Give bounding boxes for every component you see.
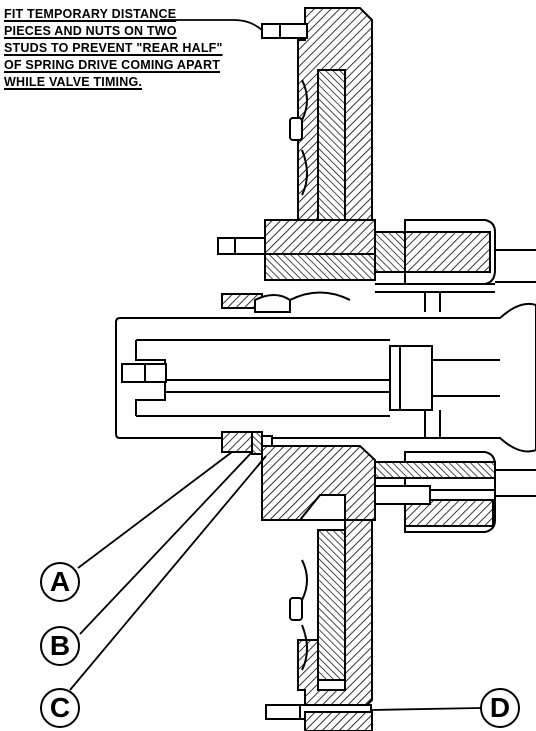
note-line-2: PIECES AND NUTS ON TWO [4,24,177,38]
upper-hub-collar [264,253,376,281]
lower-seal-a [221,431,253,453]
note-line-4: OF SPRING DRIVE COMING APART [4,58,221,72]
callout-a: A [40,562,80,602]
leader-b [79,451,253,635]
shaft-step [389,345,433,411]
top-stud [261,23,308,39]
lower-seal-b [251,431,263,455]
callout-d: D [480,688,520,728]
upper-hub-stud [217,237,267,255]
note-leader [160,19,263,31]
callout-b: B [40,626,80,666]
leader-d [371,707,481,711]
leader-c [69,455,267,691]
lower-spring-plate [317,529,346,681]
upper-spring-plate [317,69,346,226]
main-shaft [115,302,536,453]
note-line-5: WHILE VALVE TIMING. [4,75,143,89]
upper-rivet [289,117,303,141]
lower-nut-stud [374,485,431,505]
upper-hub-boss [264,219,376,255]
upper-nut-sleeve [374,231,406,273]
leader-a [77,451,233,569]
lower-hub-casting [261,445,376,521]
note-line-3: STUDS TO PREVENT "REAR HALF" [4,41,223,55]
lower-rivet [289,597,303,621]
lower-flange [297,519,373,713]
valve-timing-note: FIT TEMPORARY DISTANCE PIECES AND NUTS O… [4,6,304,91]
callout-c: C [40,688,80,728]
note-line-1: FIT TEMPORARY DISTANCE [4,7,177,21]
